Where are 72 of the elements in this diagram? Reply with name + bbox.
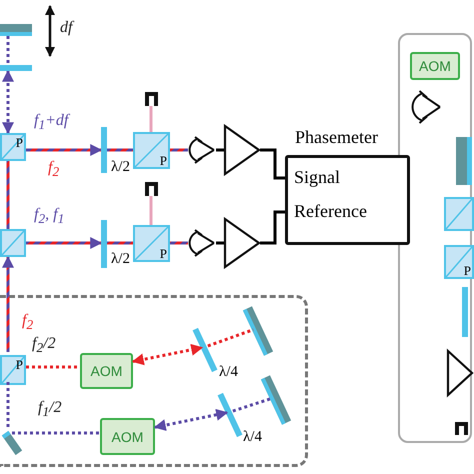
cube-label: P [16,136,23,149]
device-title: Phasemeter [295,128,378,146]
mirror [456,137,472,185]
math-label: df [60,20,72,36]
waveplate [462,287,468,337]
laser-beam [170,148,188,152]
beam-arrow [2,256,14,352]
waveplate [101,220,107,268]
amplifier-symbol [224,125,260,175]
waveplate-label: λ/2 [111,160,130,175]
amplifier-symbol [447,350,473,396]
signal-wire [216,148,224,152]
input-label: Reference [294,202,367,220]
waveplate-label: λ/4 [243,430,262,445]
beam-splitter-cube [0,133,26,161]
beam-splitter-cube [133,225,170,262]
beam-label: f$_{1}$/2 [38,400,62,419]
aom-box [100,418,155,455]
beam-arrow [26,237,102,249]
laser-beam [150,106,152,132]
input-label: Signal [294,168,340,186]
beam-label: f$_{2}$ [22,313,34,332]
laser-beam [26,366,80,368]
beam-arrow [2,70,14,134]
beam-dump-icon [145,92,158,106]
beam-label: f$_{1}$+df [34,113,68,132]
beam-splitter-cube [444,245,474,279]
photodetector-icon [412,90,442,124]
laser-beam [207,328,254,348]
math-label: f$_{2}$ [48,160,60,179]
laser-beam [150,196,152,225]
amplifier-symbol [224,218,260,268]
beam-splitter-cube [0,355,26,385]
legend-panel [398,33,472,443]
waveplate [101,127,107,173]
beam-dump-icon [145,182,158,196]
aom-label: AOM [90,364,124,378]
beam-splitter-cube [133,132,170,169]
beam-splitter-cube [444,197,474,231]
photodetector-icon [188,136,216,164]
cube-label: P [464,264,471,277]
laser-beam [232,397,272,412]
laser-beam [6,36,10,65]
beam-dump-icon [455,422,468,435]
cube-label: P [16,358,23,371]
beam-arrow [154,408,228,432]
laser-beam [12,432,100,434]
dashed-frame [0,295,308,467]
laser-beam [170,242,188,244]
signal-wire [260,210,285,244]
signal-wire [216,242,224,244]
beam-arrow [26,144,102,156]
aom-label: AOM [418,59,452,73]
photodetector-icon [188,229,216,257]
aom-label: AOM [110,430,144,444]
signal-wire [260,148,285,180]
beam-arrow [132,344,204,366]
beam-label: f$_{2}$, f$_{1}$ [34,207,64,226]
laser-beam [6,161,10,229]
waveplate-label: λ/4 [219,365,238,380]
waveplate [0,65,32,71]
cube-label: P [160,247,167,260]
laser-beam [107,148,133,152]
mirror [0,24,32,36]
aom-box [80,353,133,389]
laser-beam [6,382,10,428]
cube-label: P [160,154,167,167]
waveplate-label: λ/2 [111,252,130,267]
aom-box [410,52,460,80]
beam-label: f$_{2}$/2 [32,336,56,355]
beam-splitter-cube [0,229,26,257]
laser-beam [107,242,133,244]
